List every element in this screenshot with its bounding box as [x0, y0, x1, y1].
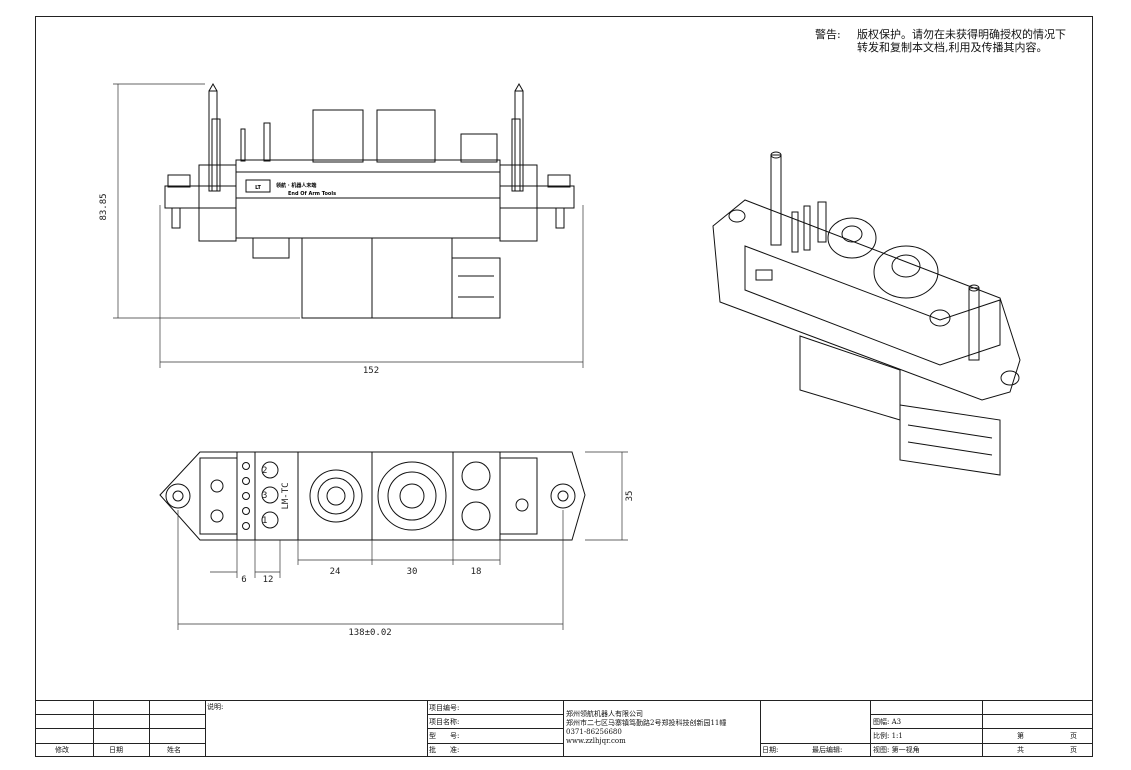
iso-m12-connector	[929, 309, 951, 327]
guide-pin-left-2	[211, 118, 221, 192]
iso-power-connector-2	[873, 245, 939, 299]
company-phone: 0371-86256680	[566, 728, 622, 736]
signal-pin-1	[240, 128, 246, 162]
iso-flange	[712, 199, 1021, 401]
pin-label-2: 3	[262, 491, 267, 501]
left-block	[198, 164, 237, 242]
lower-tab	[252, 237, 290, 259]
m12-connector-1	[461, 461, 491, 491]
lower-housing	[301, 237, 453, 319]
iso-power-connector-1	[827, 217, 877, 259]
warning-label: 警告:	[815, 28, 841, 41]
pin-label-1: 2	[262, 466, 267, 476]
scale: 比例: 1:1	[873, 732, 903, 740]
iso-guide-pin	[770, 154, 782, 246]
width-dimension: 152	[363, 366, 379, 376]
logo-plate	[245, 179, 271, 193]
signal-pin-contact-1	[261, 461, 279, 479]
span-dimension: 138±0.02	[348, 628, 391, 638]
left-mount-block	[199, 457, 238, 535]
model-label: 型 号:	[429, 732, 460, 740]
page-label: 第	[1017, 732, 1024, 740]
power-contact-24	[309, 469, 363, 523]
company-address: 郑州市二七区马寨镇笃勤路2号郑投科技创新园11幢	[566, 719, 727, 727]
power-connector-2	[376, 109, 436, 163]
signal-connector	[460, 133, 498, 163]
guide-pin-left-tip	[208, 82, 218, 92]
brand-name-en: End Of Arm Tools	[288, 191, 336, 197]
total-label: 共	[1017, 746, 1024, 754]
module-frame	[236, 451, 501, 541]
isometric-view	[712, 151, 1021, 476]
guide-pin-right	[514, 90, 524, 192]
guide-pin-right-tip	[514, 82, 524, 92]
last-edit-label: 最后编辑:	[812, 746, 843, 754]
iso-body	[744, 245, 1001, 366]
iso-side-module	[899, 404, 1001, 476]
pin-label-3: 1	[262, 516, 267, 526]
plan-height-dimension: 35	[625, 491, 635, 502]
company-name: 郑州领航机器人有限公司	[566, 710, 643, 718]
iso-lower-housing	[799, 335, 901, 421]
front-dimensions	[113, 83, 584, 368]
m12-connector-2	[461, 501, 491, 531]
dim-30: 30	[407, 567, 418, 577]
guide-pin-left	[208, 90, 218, 192]
right-mount-block	[499, 457, 538, 535]
signal-pin-contact-3	[261, 511, 279, 529]
iso-logo-plate	[755, 269, 773, 281]
pin-contact	[242, 462, 250, 470]
view-projection: 视图: 第一视角	[873, 746, 920, 754]
page-unit: 页	[1070, 732, 1077, 740]
title-block: 说明: 修改 日期 姓名 项目编号: 项目名称: 型 号: 批 准: 郑州领航机…	[35, 700, 1093, 757]
iso-mount-hole-left	[728, 209, 746, 223]
revision-header-change: 修改	[55, 746, 69, 754]
left-screw	[171, 207, 181, 229]
iso-guide-pin-2	[968, 287, 980, 361]
plan-dimensions	[177, 451, 628, 630]
note-label: 说明:	[207, 703, 224, 711]
power-contact-30	[377, 461, 447, 531]
project-name-label: 项目名称:	[429, 718, 460, 726]
logo-text: LT	[255, 185, 261, 191]
height-dimension: 83.85	[99, 193, 109, 220]
left-flange	[164, 185, 237, 209]
right-block	[499, 164, 538, 242]
company-website: www.zzlhjqr.com	[566, 737, 626, 745]
dim-18: 18	[471, 567, 482, 577]
mounting-flange	[159, 451, 586, 541]
module-text: LM-TC	[281, 482, 291, 509]
revision-header-date: 日期	[109, 746, 123, 754]
alignment-boss	[210, 479, 224, 493]
paper-size: 图幅: A3	[873, 718, 902, 726]
technical-drawing: LT 领航 · 机器人末端 End Of Arm Tools 83.85 152	[99, 82, 1021, 638]
revision-header-name: 姓名	[167, 746, 181, 754]
left-screw-head	[167, 174, 191, 188]
project-no-label: 项目编号:	[429, 704, 460, 712]
drawing-frame	[35, 16, 1093, 757]
iso-mount-hole-right	[1000, 370, 1020, 386]
right-screw	[555, 207, 565, 229]
front-view	[164, 82, 575, 319]
brand-name-cn: 领航 · 机器人末端	[276, 182, 316, 189]
date-label: 日期:	[762, 746, 779, 754]
warning-line-2: 转发和复制本文档,利用及传播其内容。	[857, 41, 1048, 54]
dim-24: 24	[330, 567, 341, 577]
mount-hole-left	[165, 483, 191, 509]
guide-pin-right-2	[511, 118, 521, 192]
approve-label: 批 准:	[429, 746, 460, 754]
signal-pin-contact-2	[261, 486, 279, 504]
side-module	[451, 257, 501, 319]
total-unit: 页	[1070, 746, 1077, 754]
dim-12: 12	[263, 575, 274, 585]
warning-line-1: 版权保护。请勿在未获得明确授权的情况下	[857, 28, 1066, 41]
signal-pin-2	[263, 122, 271, 162]
plan-view	[159, 451, 586, 541]
dim-6: 6	[241, 575, 246, 585]
mount-hole-right	[550, 483, 576, 509]
right-screw-head	[547, 174, 571, 188]
power-connector-1	[312, 109, 364, 163]
